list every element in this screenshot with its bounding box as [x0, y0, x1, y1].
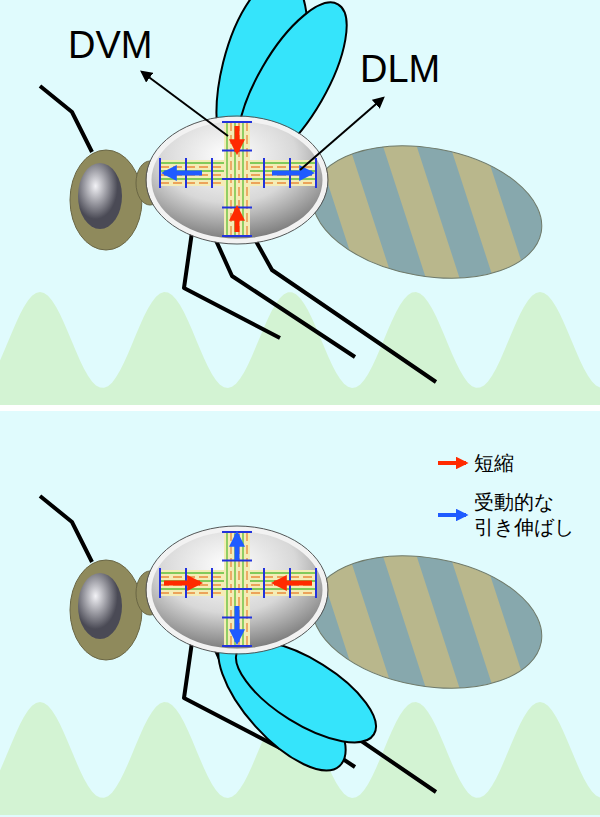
z-line: [159, 568, 161, 598]
z-line: [222, 235, 252, 237]
background-hills: [0, 292, 600, 405]
z-line: [222, 178, 252, 180]
head: [70, 560, 142, 660]
panel: [0, 496, 600, 815]
muscle-arrow: [164, 171, 202, 176]
head: [70, 150, 142, 250]
muscle-arrow: [235, 606, 240, 642]
muscle-arrow: [274, 581, 312, 586]
compound-eye: [78, 163, 122, 229]
dvm-muscle: [222, 122, 252, 236]
compound-eye: [78, 573, 122, 639]
z-line: [222, 588, 252, 590]
leader-line: [300, 98, 383, 170]
myofilament: [160, 588, 316, 589]
antenna: [40, 86, 92, 152]
z-line: [263, 158, 265, 188]
panel: [0, 0, 600, 405]
leg: [184, 232, 280, 338]
muscle-arrow: [235, 208, 240, 232]
leg: [214, 236, 355, 357]
panel-separator: [0, 404, 600, 411]
antenna: [40, 496, 92, 562]
muscle-arrow: [235, 126, 240, 152]
z-line: [315, 158, 317, 188]
myofilament: [160, 178, 316, 179]
z-line: [222, 531, 252, 533]
muscle-label: DVM: [68, 26, 152, 64]
thorax: [149, 119, 325, 241]
legend-arrow: [438, 513, 466, 517]
z-line: [263, 568, 265, 598]
legend-arrow: [438, 461, 466, 465]
thorax-outline: [146, 116, 328, 244]
legend-text: 受動的な 引き伸ばし: [474, 490, 578, 540]
z-line: [159, 158, 161, 188]
muscle-arrow: [164, 581, 200, 586]
abdomen: [302, 129, 553, 295]
z-line: [211, 568, 213, 598]
muscle-arrow: [272, 171, 312, 176]
thorax: [149, 529, 325, 651]
z-line: [222, 121, 252, 123]
thorax-outline: [146, 526, 328, 654]
leader-line: [142, 72, 228, 136]
z-line: [222, 645, 252, 647]
legend-text: 短縮: [474, 451, 578, 476]
z-line: [211, 158, 213, 188]
dvm-muscle: [222, 532, 252, 646]
z-line: [315, 568, 317, 598]
muscle-label: DLM: [360, 50, 440, 88]
muscle-arrow: [235, 534, 240, 560]
